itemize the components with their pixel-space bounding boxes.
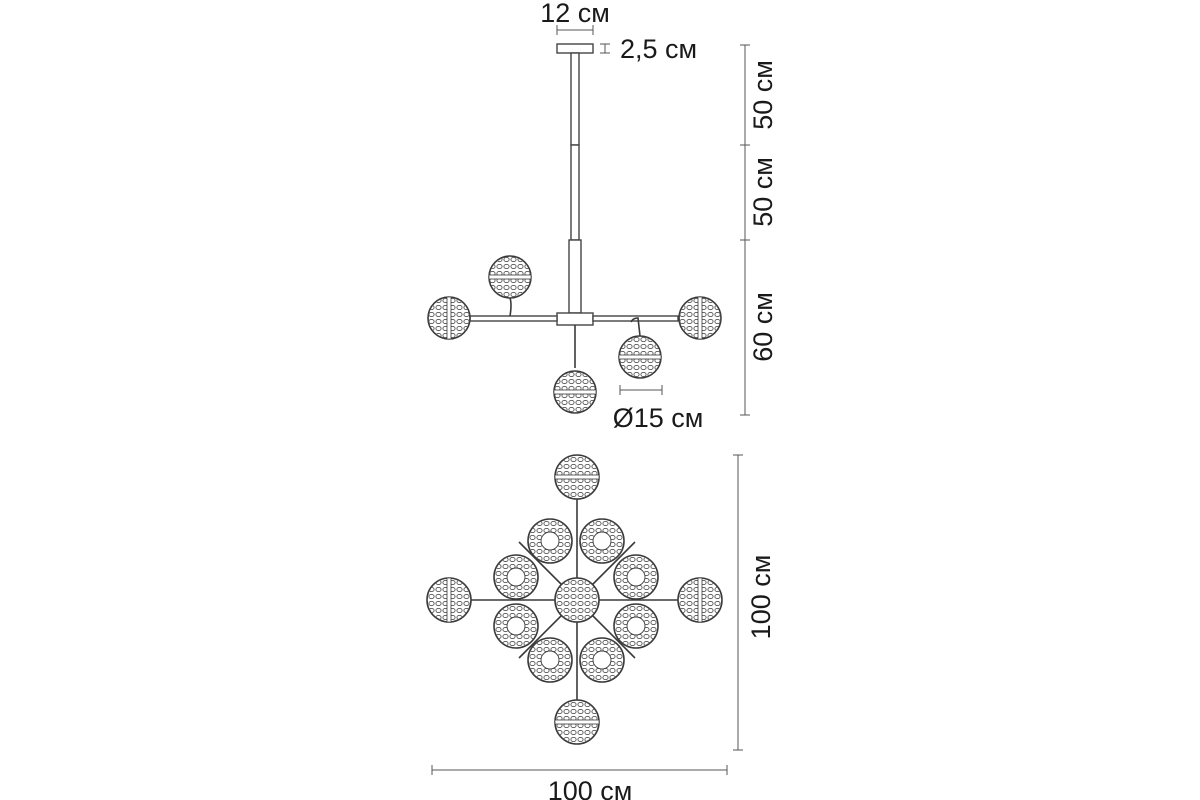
dim-canopy-height: 2,5 см	[600, 34, 697, 64]
plan-globe-inner	[527, 518, 573, 564]
plan-globe-inner	[493, 554, 539, 600]
dim-rod-upper-label: 50 см	[748, 60, 778, 130]
plan-globe-inner	[579, 637, 625, 683]
plan-globe-outer	[554, 699, 600, 745]
rod-upper	[570, 52, 580, 146]
dim-globe-diameter: Ø15 см	[613, 385, 704, 433]
globe-side-left	[427, 296, 471, 340]
arm-bent-right	[630, 317, 641, 337]
plan-globe-inner	[579, 518, 625, 564]
dim-plan-depth: 100 см	[733, 454, 776, 751]
dim-vertical: 50 см 50 см 60 см	[740, 44, 778, 416]
dim-rod-lower-label: 50 см	[748, 157, 778, 227]
plan-globe-outer	[554, 454, 600, 500]
plan-globe-outer	[426, 577, 472, 623]
side-view: 12 см 2,5 см 50 см 50 см 60 см Ø15 см	[427, 0, 778, 433]
globe-side-bottom	[553, 370, 597, 414]
plan-globe-center	[554, 577, 600, 623]
plan-view	[426, 454, 723, 745]
dim-plan-width: 100 см	[431, 765, 728, 800]
dim-canopy-width-label: 12 см	[540, 0, 610, 28]
rod-middle	[570, 144, 580, 241]
plan-globe-outer	[677, 577, 723, 623]
globe-side-mid-right	[618, 335, 662, 379]
dim-globe-diameter-label: Ø15 см	[613, 403, 704, 433]
plan-globe-inner	[613, 554, 659, 600]
canopy	[556, 43, 594, 54]
rod-lower	[568, 239, 582, 314]
dim-canopy-height-label: 2,5 см	[620, 34, 697, 64]
dim-canopy-width: 12 см	[540, 0, 610, 35]
globe-side-right	[678, 296, 722, 340]
dim-plan-depth-label: 100 см	[746, 555, 776, 640]
plan-globe-inner	[527, 637, 573, 683]
hub	[556, 312, 594, 326]
arm-bent-left	[509, 297, 512, 317]
dim-plan-width-label: 100 см	[548, 776, 633, 800]
globe-side-top-left	[488, 255, 532, 299]
dim-body-height-label: 60 см	[748, 292, 778, 362]
arm-left	[469, 315, 558, 322]
plan-globe-inner	[613, 603, 659, 649]
plan-globe-inner	[493, 603, 539, 649]
